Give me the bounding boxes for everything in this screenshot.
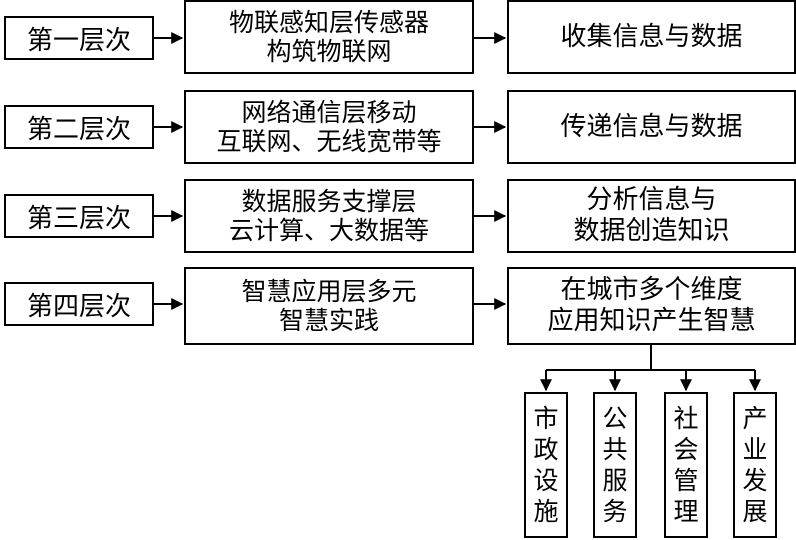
- desc-box-4: 智慧应用层多元 智慧实践: [184, 267, 474, 345]
- result-line-1: 收集信息与数据: [560, 21, 743, 52]
- domain-char: 服: [602, 466, 628, 495]
- desc-line-1: 数据服务支撑层: [241, 187, 417, 216]
- level-box-2: 第二层次: [4, 105, 154, 149]
- domain-char: 会: [673, 435, 699, 464]
- domain-char: 管: [673, 466, 699, 495]
- result-line-1: 在城市多个维度: [560, 275, 743, 305]
- domain-char: 施: [533, 497, 559, 526]
- level-label: 第四层次: [26, 291, 131, 322]
- desc-line-1: 物联感知层传感器: [228, 8, 429, 37]
- level-label: 第一层次: [26, 25, 131, 56]
- domain-char: 设: [533, 466, 559, 495]
- domain-char: 公: [602, 404, 628, 433]
- domain-char: 发: [742, 466, 768, 495]
- domain-box-4: 产 业 发 展: [733, 392, 777, 538]
- domain-box-2: 公 共 服 务: [593, 392, 637, 538]
- desc-line-2: 互联网、无线宽带等: [216, 127, 442, 156]
- desc-box-2: 网络通信层移动 互联网、无线宽带等: [184, 90, 474, 164]
- desc-line-2: 构筑物联网: [266, 37, 392, 66]
- level-box-4: 第四层次: [4, 282, 154, 326]
- result-box-1: 收集信息与数据: [507, 0, 796, 74]
- level-box-1: 第一层次: [4, 16, 154, 60]
- domain-box-1: 市 政 设 施: [524, 392, 568, 538]
- result-box-4: 在城市多个维度 应用知识产生智慧: [507, 267, 796, 345]
- level-label: 第三层次: [26, 203, 131, 234]
- domain-char: 产: [742, 404, 768, 433]
- desc-line-2: 云计算、大数据等: [228, 216, 429, 245]
- domain-char: 共: [602, 435, 628, 464]
- desc-line-2: 智慧实践: [278, 306, 379, 335]
- result-line-1: 分析信息与: [586, 185, 717, 215]
- domain-char: 政: [533, 435, 559, 464]
- desc-line-1: 智慧应用层多元: [241, 277, 417, 306]
- desc-box-1: 物联感知层传感器 构筑物联网: [184, 0, 474, 74]
- domain-char: 展: [742, 497, 768, 526]
- domain-char: 社: [673, 404, 699, 433]
- domain-char: 市: [533, 404, 559, 433]
- level-label: 第二层次: [26, 114, 131, 145]
- desc-box-3: 数据服务支撑层 云计算、大数据等: [184, 179, 474, 253]
- result-line-1: 传递信息与数据: [560, 111, 743, 142]
- domain-box-3: 社 会 管 理: [664, 392, 708, 538]
- result-line-2: 数据创造知识: [573, 216, 730, 246]
- desc-line-1: 网络通信层移动: [241, 98, 417, 127]
- result-box-3: 分析信息与 数据创造知识: [507, 179, 796, 253]
- domain-char: 业: [742, 435, 768, 464]
- result-line-2: 应用知识产生智慧: [547, 306, 756, 336]
- level-box-3: 第三层次: [4, 194, 154, 238]
- domain-char: 务: [602, 497, 628, 526]
- domain-char: 理: [673, 497, 699, 526]
- result-box-2: 传递信息与数据: [507, 90, 796, 164]
